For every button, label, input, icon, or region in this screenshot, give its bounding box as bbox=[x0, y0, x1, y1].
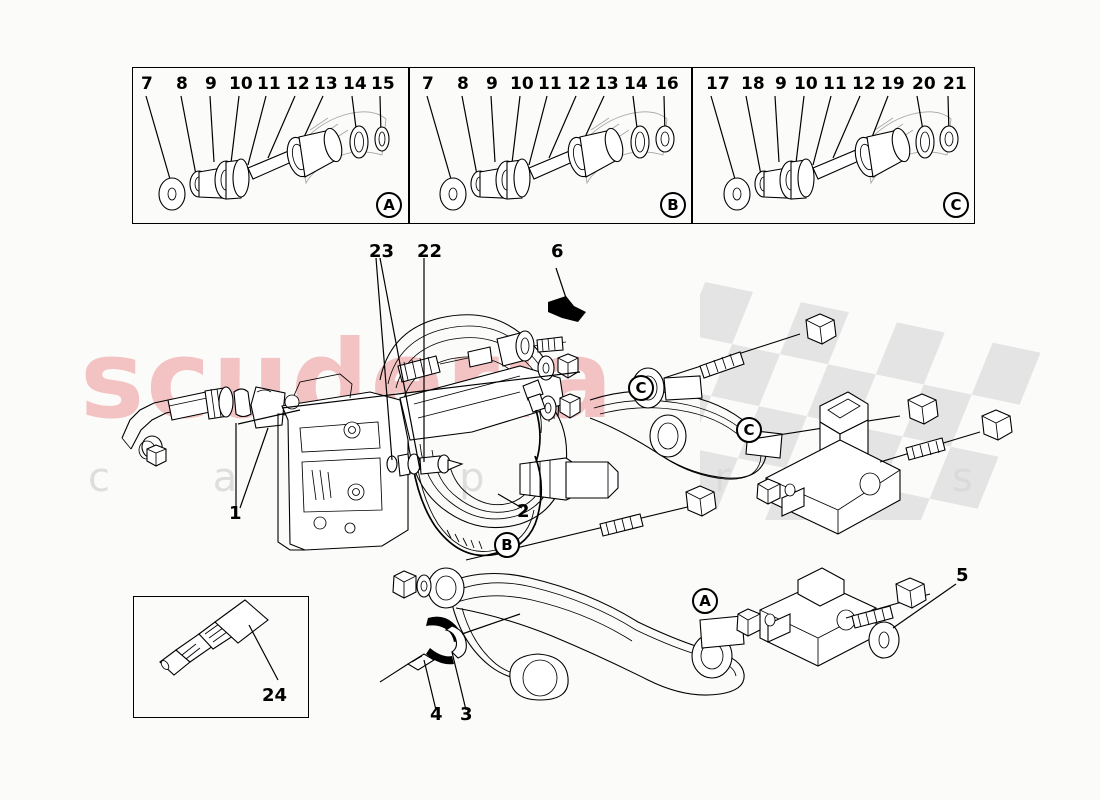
callout-1: 1 bbox=[229, 503, 242, 524]
callout-3: 3 bbox=[460, 704, 473, 725]
callout-4: 4 bbox=[430, 704, 443, 725]
detail-a-number-7: 7 bbox=[141, 74, 153, 94]
detail-a-number-14: 14 bbox=[343, 74, 367, 94]
detail-b-number-14: 14 bbox=[624, 74, 648, 94]
checkered-flag-icon bbox=[700, 281, 1041, 520]
detail-a-number-9: 9 bbox=[205, 74, 217, 94]
detail-a-number-11: 11 bbox=[257, 74, 281, 94]
detail-a-number-15: 15 bbox=[371, 74, 395, 94]
detail-b-number-16: 16 bbox=[655, 74, 679, 94]
callout-2: 2 bbox=[517, 501, 530, 522]
detail-c-number-9: 9 bbox=[775, 74, 787, 94]
detail-c-number-19: 19 bbox=[881, 74, 905, 94]
watermark-brand: scuderia bbox=[80, 318, 615, 443]
detail-b-number-9: 9 bbox=[486, 74, 498, 94]
detail-c-number-20: 20 bbox=[912, 74, 936, 94]
callout-23: 23 bbox=[369, 241, 395, 262]
callout-22: 22 bbox=[417, 241, 443, 262]
detail-box-c bbox=[692, 67, 975, 224]
detail-c-number-18: 18 bbox=[741, 74, 765, 94]
marker-c-lower: C bbox=[736, 417, 762, 443]
callout-5: 5 bbox=[956, 565, 969, 586]
detail-b-number-11: 11 bbox=[538, 74, 562, 94]
detail-b-number-13: 13 bbox=[595, 74, 619, 94]
detail-c-number-17: 17 bbox=[706, 74, 730, 94]
detail-b-letter-badge: B bbox=[660, 192, 686, 218]
inset-box-24 bbox=[133, 596, 309, 718]
detail-a-number-8: 8 bbox=[176, 74, 188, 94]
marker-b: B bbox=[494, 532, 520, 558]
marker-a: A bbox=[692, 588, 718, 614]
detail-c-number-12: 12 bbox=[852, 74, 876, 94]
detail-b-number-7: 7 bbox=[422, 74, 434, 94]
marker-c-upper: C bbox=[628, 375, 654, 401]
detail-c-number-10: 10 bbox=[794, 74, 818, 94]
detail-box-b bbox=[409, 67, 692, 224]
detail-a-letter-badge: A bbox=[376, 192, 402, 218]
detail-a-number-10: 10 bbox=[229, 74, 253, 94]
detail-b-number-10: 10 bbox=[510, 74, 534, 94]
detail-box-a bbox=[132, 67, 409, 224]
inset-number-24: 24 bbox=[262, 685, 288, 706]
detail-b-number-8: 8 bbox=[457, 74, 469, 94]
detail-c-number-21: 21 bbox=[943, 74, 967, 94]
detail-a-number-12: 12 bbox=[286, 74, 310, 94]
detail-c-number-11: 11 bbox=[823, 74, 847, 94]
detail-b-number-12: 12 bbox=[567, 74, 591, 94]
watermark-tagline: c a r p a r t s bbox=[88, 455, 1018, 501]
detail-c-letter-badge: C bbox=[943, 192, 969, 218]
detail-a-number-13: 13 bbox=[314, 74, 338, 94]
callout-6: 6 bbox=[551, 241, 564, 262]
